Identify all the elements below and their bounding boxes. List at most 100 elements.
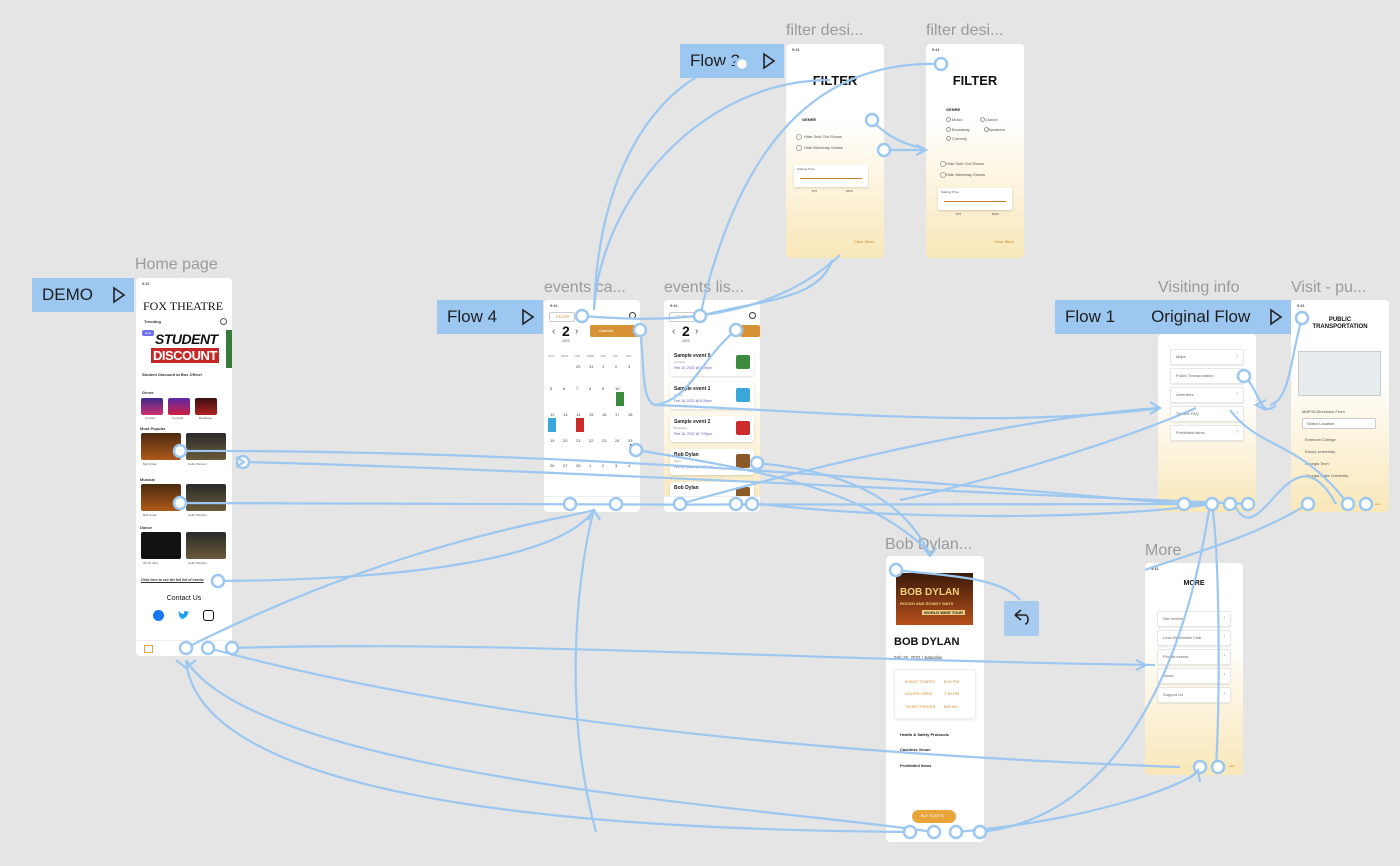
- prev-month-icon[interactable]: ‹: [672, 326, 676, 337]
- filter-button[interactable]: FILTER: [669, 312, 695, 322]
- calendar-day[interactable]: 28: [576, 463, 581, 468]
- genre-broadway-thumb[interactable]: [195, 398, 217, 415]
- calendar-day[interactable]: 18: [628, 412, 633, 417]
- next-month-icon[interactable]: ›: [695, 326, 699, 337]
- flow2-button[interactable]: Flow 2: [680, 44, 784, 78]
- genre-comedy-thumb[interactable]: [168, 398, 190, 415]
- next-month-icon[interactable]: ›: [575, 326, 579, 337]
- calendar-day[interactable]: 14: [576, 412, 581, 417]
- location-option[interactable]: Georgia Tech: [1305, 461, 1329, 466]
- calendar-day[interactable]: 2: [602, 463, 605, 468]
- dance-radio[interactable]: [980, 117, 985, 122]
- event-swatch-blue[interactable]: [548, 418, 556, 432]
- musical-celtic-woman-thumb[interactable]: [186, 484, 226, 511]
- visiting-menu-item[interactable]: Prohibited items›: [1170, 425, 1244, 441]
- frame-label-filter-1[interactable]: filter desi...: [786, 22, 864, 39]
- price-slider-card[interactable]: Starting Price: [794, 165, 868, 187]
- calendar-day[interactable]: 17: [615, 412, 620, 417]
- calendar-day[interactable]: 23: [602, 438, 607, 443]
- full-list-link[interactable]: Click here to see the full list of event…: [141, 578, 204, 582]
- frame-label-more[interactable]: More: [1145, 542, 1182, 559]
- calendar-day[interactable]: 31: [589, 364, 594, 369]
- price-slider-track[interactable]: [800, 178, 862, 179]
- calendar-day[interactable]: 25: [628, 438, 633, 443]
- location-option[interactable]: Emerson College: [1305, 437, 1336, 442]
- calendar-day[interactable]: 22: [589, 438, 594, 443]
- search-icon[interactable]: [629, 312, 636, 319]
- flow4-button[interactable]: Flow 4: [437, 300, 543, 334]
- transit-map[interactable]: [1298, 351, 1381, 396]
- location-select[interactable]: Select Location: [1302, 418, 1376, 429]
- search-icon[interactable]: [220, 318, 227, 325]
- calendar-day[interactable]: 1: [602, 364, 605, 369]
- home-tab-icon[interactable]: [144, 645, 153, 653]
- frame-label-home[interactable]: Home page: [135, 256, 218, 273]
- price-slider-card[interactable]: Starting Price: [938, 188, 1012, 210]
- bob-dylan-frame[interactable]: BOB DYLAN ROUGH AND ROWDY WAYS WORLD WID…: [886, 556, 984, 842]
- visiting-menu-item[interactable]: Public Transportation›: [1170, 368, 1244, 384]
- visiting-info-frame[interactable]: Maps›Public Transportation›Amenities›The…: [1158, 334, 1256, 512]
- home-page-frame[interactable]: 9:41 FOX THEATRE Trending New STUDENT DI…: [136, 278, 232, 656]
- visit-public-transport-frame[interactable]: 9:41 PUBLIC TRANSPORTATION MARTA Directi…: [1291, 300, 1389, 512]
- clear-filters-link[interactable]: Clear filters: [854, 239, 875, 244]
- frame-label-visiting[interactable]: Visiting info: [1158, 279, 1240, 296]
- calendar-day[interactable]: 9: [602, 386, 605, 391]
- popular-celtic-woman-thumb[interactable]: [186, 433, 226, 460]
- calendar-day[interactable]: 15: [589, 412, 594, 417]
- calendar-day[interactable]: 4: [628, 463, 631, 468]
- calendar-day[interactable]: 21: [576, 438, 581, 443]
- trending-side-thumb[interactable]: [226, 330, 232, 368]
- facebook-icon[interactable]: [153, 610, 164, 621]
- visiting-menu-item[interactable]: Amenities›: [1170, 387, 1244, 403]
- location-option[interactable]: Emory University: [1305, 449, 1336, 454]
- more-menu-item[interactable]: Private events›: [1157, 649, 1231, 665]
- more-menu-item[interactable]: Support Us›: [1157, 687, 1231, 703]
- clear-filters-link[interactable]: Clear filters: [994, 239, 1015, 244]
- music-radio[interactable]: [946, 117, 951, 122]
- calendar-day[interactable]: 7: [576, 386, 579, 391]
- calendar-day[interactable]: 29: [576, 364, 581, 369]
- hide-weekday-checkbox[interactable]: [796, 145, 802, 151]
- calendar-day[interactable]: 6: [563, 386, 566, 391]
- back-button[interactable]: [1004, 601, 1039, 636]
- calendar-day[interactable]: 3: [615, 463, 618, 468]
- buy-tickets-button[interactable]: BUY TICKETS: [912, 810, 956, 823]
- frame-label-events-calendar[interactable]: events ca...: [544, 279, 626, 296]
- calendar-day[interactable]: 2: [615, 364, 618, 369]
- instagram-icon[interactable]: [203, 610, 214, 621]
- student-discount-banner[interactable]: STUDENT DISCOUNT: [143, 330, 223, 370]
- filter-design-frame-2[interactable]: 9:41 FILTER GENRE Music Dance Broadway S…: [926, 44, 1024, 258]
- cashless-venue-row[interactable]: Cashless Venue: [900, 747, 931, 752]
- popular-bob-dylan-thumb[interactable]: [141, 433, 181, 460]
- calendar-day[interactable]: 27: [563, 463, 568, 468]
- genre-concert-thumb[interactable]: [141, 398, 163, 415]
- calendar-day[interactable]: 26: [550, 463, 555, 468]
- calendar-day[interactable]: 24: [615, 438, 620, 443]
- broadway-radio[interactable]: [946, 127, 951, 132]
- more-menu-item[interactable]: About›: [1157, 668, 1231, 684]
- calendar-day[interactable]: 12: [550, 412, 555, 417]
- speakers-radio[interactable]: [984, 127, 989, 132]
- hide-sold-out-checkbox[interactable]: [796, 134, 802, 140]
- event-poster[interactable]: BOB DYLAN ROUGH AND ROWDY WAYS WORLD WID…: [896, 573, 973, 625]
- demo-flow-button[interactable]: DEMO: [32, 278, 134, 312]
- more-dots-icon[interactable]: •••: [1229, 764, 1235, 770]
- comedy-radio[interactable]: [946, 136, 951, 141]
- prev-month-icon[interactable]: ‹: [552, 326, 556, 337]
- more-menu-item[interactable]: Get Involved›: [1157, 611, 1231, 627]
- more-menu-item[interactable]: Less Miserables Club›: [1157, 630, 1231, 646]
- list-toggle-button[interactable]: [740, 325, 760, 337]
- prohibited-items-row[interactable]: Prohibited items: [900, 763, 932, 768]
- musical-bob-dylan-thumb[interactable]: [141, 484, 181, 511]
- calendar-day[interactable]: 19: [550, 438, 555, 443]
- calendar-day[interactable]: 1: [589, 463, 592, 468]
- dance-ailey-thumb[interactable]: [141, 532, 181, 559]
- filter-design-frame-1[interactable]: 9:41 FILTER GENRE Hide Sold Out Shows Hi…: [786, 44, 884, 258]
- calendar-day[interactable]: 8: [589, 386, 592, 391]
- frame-label-visit-public[interactable]: Visit - pu...: [1291, 279, 1367, 296]
- health-safety-row[interactable]: Health & Safety Protocols: [900, 732, 949, 737]
